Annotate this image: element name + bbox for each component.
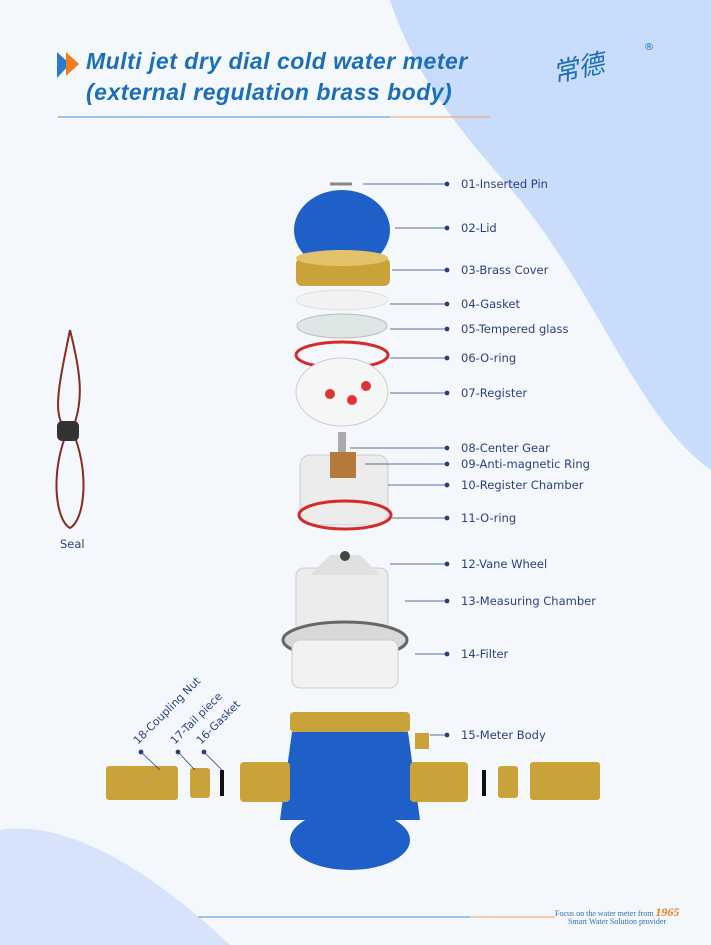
seal-label: Seal	[60, 537, 85, 551]
part-label: 06-O-ring	[461, 351, 517, 365]
background-corner	[0, 828, 230, 945]
part-label: 04-Gasket	[461, 297, 520, 311]
part-label: 12-Vane Wheel	[461, 557, 548, 571]
seal-illustration	[55, 329, 85, 530]
part-label: 02-Lid	[461, 221, 497, 235]
page-title-line1: Multi jet dry dial cold water meter	[86, 48, 468, 74]
page-title-line2: (external regulation brass body)	[86, 79, 453, 105]
leader-lines	[138, 181, 450, 771]
part-label: 15-Meter Body	[461, 728, 546, 742]
registered-mark: ®	[644, 42, 654, 53]
part-label: 10-Register Chamber	[461, 478, 584, 492]
title-arrow-accent	[66, 52, 79, 76]
part-label: 01-Inserted Pin	[461, 177, 548, 191]
part-label: 09-Anti-magnetic Ring	[461, 457, 590, 471]
footer-year: 1965	[655, 905, 680, 919]
title-arrow-icon	[57, 52, 70, 78]
part-label: 14-Filter	[461, 647, 509, 661]
footer-tagline: Focus on the water meter from 1965	[555, 905, 679, 920]
parts-stack	[106, 182, 600, 870]
part-label: 05-Tempered glass	[461, 322, 569, 336]
footer-line1: Focus on the water meter from	[555, 909, 654, 918]
part-label: 08-Center Gear	[461, 441, 550, 455]
part-label: 07-Register	[461, 386, 528, 400]
part-label: 03-Brass Cover	[461, 263, 549, 277]
footer-line2: Smart Water Solution provider	[568, 917, 667, 926]
part-label: 13-Measuring Chamber	[461, 594, 596, 608]
part-label: 11-O-ring	[461, 511, 517, 525]
